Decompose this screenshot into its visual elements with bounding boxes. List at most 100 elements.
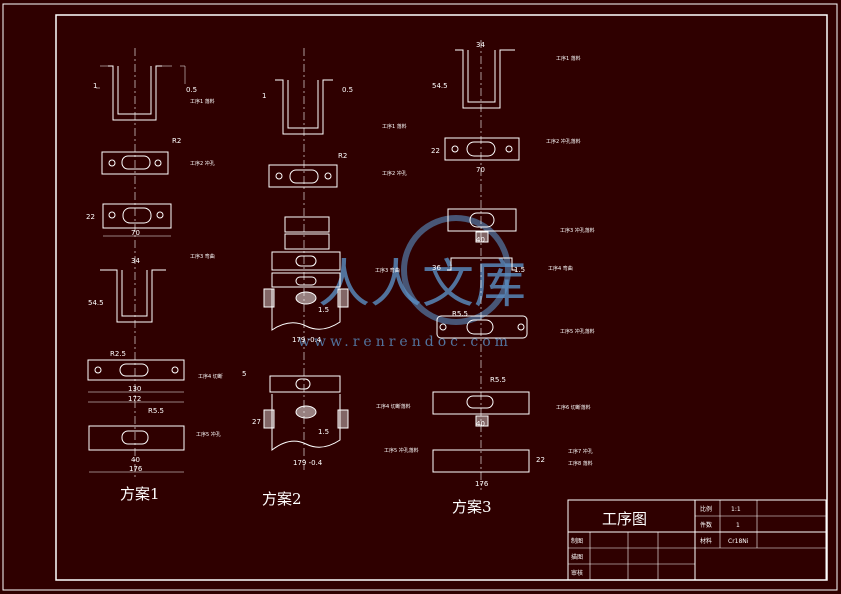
dimension-text: 54.5 <box>88 299 104 307</box>
long-plate <box>436 315 528 339</box>
plate-punch <box>268 164 338 188</box>
step-label: 工序4 弯曲 <box>548 265 573 272</box>
dimension-text: 176 <box>475 480 489 488</box>
dimension-text: 34 <box>131 257 140 265</box>
dimension-text: 172 <box>128 395 141 403</box>
slot-hole <box>295 378 311 390</box>
step-label: 工序5 冲孔 <box>196 431 221 438</box>
dimension-text: 1 <box>262 92 266 100</box>
qty-label: 件数 <box>700 521 712 529</box>
dimension-text: 40 <box>131 456 140 464</box>
dimension-text: 1 <box>93 82 97 90</box>
dimension-text: 22 <box>431 147 440 155</box>
hatched-block <box>263 409 275 429</box>
material-value: Cr18Ni <box>728 538 749 545</box>
hole <box>94 366 102 374</box>
hole <box>171 366 179 374</box>
slot-hole <box>466 319 494 335</box>
die-block <box>284 216 330 233</box>
scheme-1-text: 工序1 落料 工序2 冲孔 工序3 弯曲 工序4 切断 工序5 冲孔 1 0.5… <box>86 82 223 503</box>
hole <box>154 159 162 167</box>
break-outline <box>271 289 341 331</box>
reviewed-label: 审核 <box>571 569 583 577</box>
slot-hole <box>469 212 495 228</box>
dimension-text: 130 <box>128 385 141 393</box>
slot-hole <box>466 395 494 409</box>
break-outline <box>271 394 341 452</box>
step-label: 工序3 弯曲 <box>375 267 400 274</box>
dimension-text: 36 <box>432 264 441 272</box>
long-plate <box>88 425 185 451</box>
u-profile <box>455 49 515 109</box>
slot-hole <box>289 169 319 184</box>
dimension-text: 1.5 <box>318 306 329 314</box>
dimension-text: 176 <box>129 465 143 473</box>
slot-hole <box>295 255 317 267</box>
step-label: 工序7 冲孔 <box>568 448 593 455</box>
scheme-title: 方案1 <box>120 485 160 503</box>
dimension-text: 0.5 <box>342 86 353 94</box>
scheme-3 <box>432 40 530 490</box>
dimension-text: 40 <box>476 236 485 244</box>
dimension-text: 54.5 <box>432 82 448 90</box>
u-profile-inner <box>467 50 496 103</box>
dimension-text: R2 <box>338 152 347 160</box>
long-plate <box>432 449 530 473</box>
die-block <box>284 233 330 250</box>
die-plate <box>271 251 341 271</box>
scheme-3-text: 工序1 落料 工序2 冲孔落料 工序3 冲孔落料 工序4 弯曲 工序5 冲孔落料… <box>431 41 595 516</box>
step-label: 工序1 落料 <box>556 55 581 62</box>
hole <box>108 211 116 219</box>
long-plate <box>87 359 185 381</box>
watermark: 人人文库 www.renrendoc.com <box>298 215 526 350</box>
hatched-block <box>475 415 489 427</box>
hatched-block <box>475 231 489 243</box>
u-bend-profile <box>108 65 162 121</box>
slot-hole <box>121 430 149 445</box>
hatched-block <box>337 288 349 308</box>
scheme-1 <box>87 48 186 480</box>
dimension-line <box>88 391 184 403</box>
step-label: 工序3 冲孔落料 <box>560 227 595 234</box>
scheme-title: 方案2 <box>262 490 302 508</box>
hatched-block <box>263 288 275 308</box>
dimension-text: 179 -0.4 <box>292 336 322 344</box>
hatched-hole <box>295 291 317 305</box>
u-profile <box>100 269 166 323</box>
scheme-title: 方案3 <box>452 498 492 516</box>
u-bend-profile-inner <box>117 66 152 115</box>
scheme-2 <box>263 48 349 470</box>
dimension-lines <box>96 65 186 89</box>
step-label: 工序5 冲孔落料 <box>560 328 595 335</box>
dimension-text: R2.5 <box>110 350 126 358</box>
dimension-text: 22 <box>536 456 545 464</box>
dimension-text: R5.5 <box>490 376 506 384</box>
step-label: 工序4 切断落料 <box>376 403 411 410</box>
u-bend-profile <box>275 79 333 135</box>
watermark-url: www.renrendoc.com <box>298 334 512 350</box>
dimension-text: 1.5 <box>514 266 525 274</box>
step-label: 工序2 冲孔落料 <box>546 138 581 145</box>
long-plate <box>432 391 530 415</box>
dimension-text: R5.5 <box>148 407 164 415</box>
hole <box>275 172 283 180</box>
scheme-2-text: 工序1 落料 工序2 冲孔 工序3 弯曲 工序4 切断落料 工序5 冲孔落料 1… <box>242 86 419 508</box>
bend-profile <box>447 257 516 271</box>
plate-punch <box>444 137 520 161</box>
dimension-text: 70 <box>131 229 140 237</box>
dimension-text: 40 <box>476 420 485 428</box>
plate-bend <box>102 203 172 229</box>
hole <box>108 159 116 167</box>
watermark-text: 人人文库 <box>318 255 526 315</box>
hole <box>156 211 164 219</box>
title-block <box>567 499 827 581</box>
step-label: 工序3 弯曲 <box>190 253 215 260</box>
slot-hole <box>122 207 152 224</box>
dimension-text: R5.5 <box>452 310 468 318</box>
step-label: 工序6 切断落料 <box>556 404 591 411</box>
step-label: 工序1 落料 <box>190 98 215 105</box>
slot-hole <box>466 141 496 157</box>
dimension-text: 179 -0.4 <box>293 459 323 467</box>
dimension-text: 5 <box>242 370 246 378</box>
plate-punch <box>101 151 169 175</box>
